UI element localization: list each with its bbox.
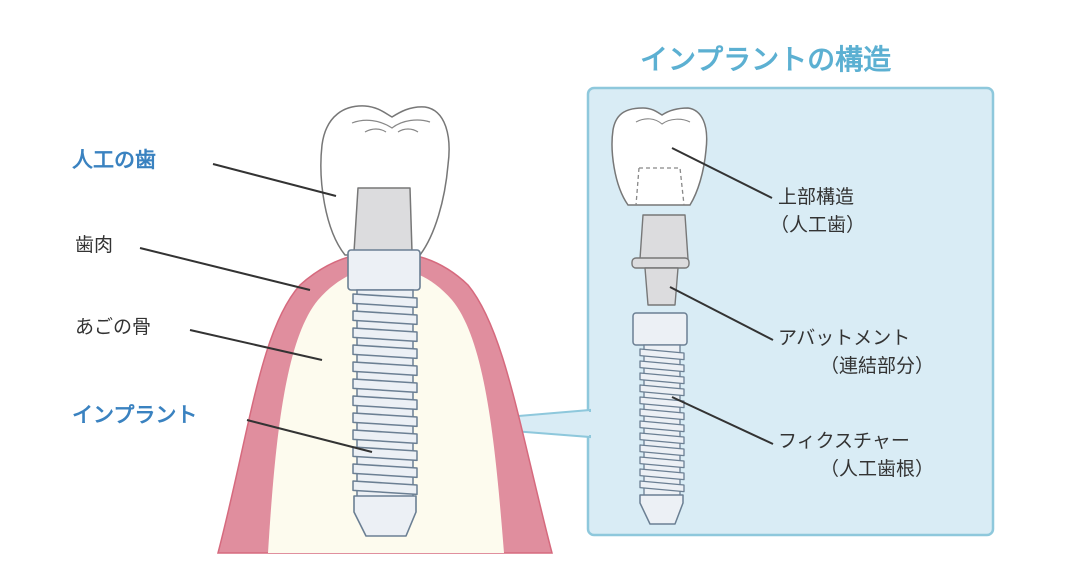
thread: [352, 395, 418, 411]
thread: [352, 327, 418, 343]
thread: [639, 480, 685, 493]
fixture-collar: [632, 312, 688, 346]
thread: [639, 408, 685, 421]
abutment-part: [639, 214, 689, 260]
thread: [639, 420, 685, 433]
artificial-tooth-crown: [320, 105, 450, 256]
label-artificial-tooth: 人工の歯: [72, 148, 156, 172]
thread: [352, 344, 418, 360]
thread: [352, 378, 418, 394]
thread: [352, 429, 418, 445]
abutment: [353, 187, 413, 253]
thread: [639, 348, 685, 361]
thread: [352, 412, 418, 428]
thread: [639, 468, 685, 481]
leader-lines: [139, 147, 774, 453]
thread: [639, 372, 685, 385]
label-implant: インプラント: [72, 403, 198, 427]
structure-title: インプラントの構造: [640, 43, 892, 76]
label-superstructure: 上部構造: [778, 186, 855, 208]
thread: [352, 293, 418, 309]
thread: [639, 360, 685, 373]
thread: [639, 444, 685, 457]
thread: [639, 396, 685, 409]
label-fixture: フィクスチャー: [778, 430, 910, 452]
thread: [639, 456, 685, 469]
superstructure-crown: [611, 107, 708, 206]
label-superstructure-sub: （人工歯）: [770, 214, 866, 236]
thread: [352, 310, 418, 326]
label-abutment: アバットメント: [778, 327, 911, 349]
thread-core: [356, 289, 414, 498]
label-abutment-sub: （連結部分）: [820, 355, 935, 377]
implant-collar: [347, 249, 421, 291]
label-jaw-bone: あごの骨: [75, 316, 152, 338]
thread: [352, 480, 418, 496]
thread: [639, 432, 685, 445]
implant-tip: [353, 495, 417, 537]
fixture-threads: [639, 344, 685, 497]
fixture-tip: [639, 494, 684, 525]
thread: [352, 463, 418, 479]
thread: [639, 384, 685, 397]
label-fixture-sub: （人工歯根）: [820, 458, 935, 480]
label-gum: 歯肉: [75, 234, 114, 256]
thread: [352, 361, 418, 377]
implant-threads: [352, 289, 418, 498]
